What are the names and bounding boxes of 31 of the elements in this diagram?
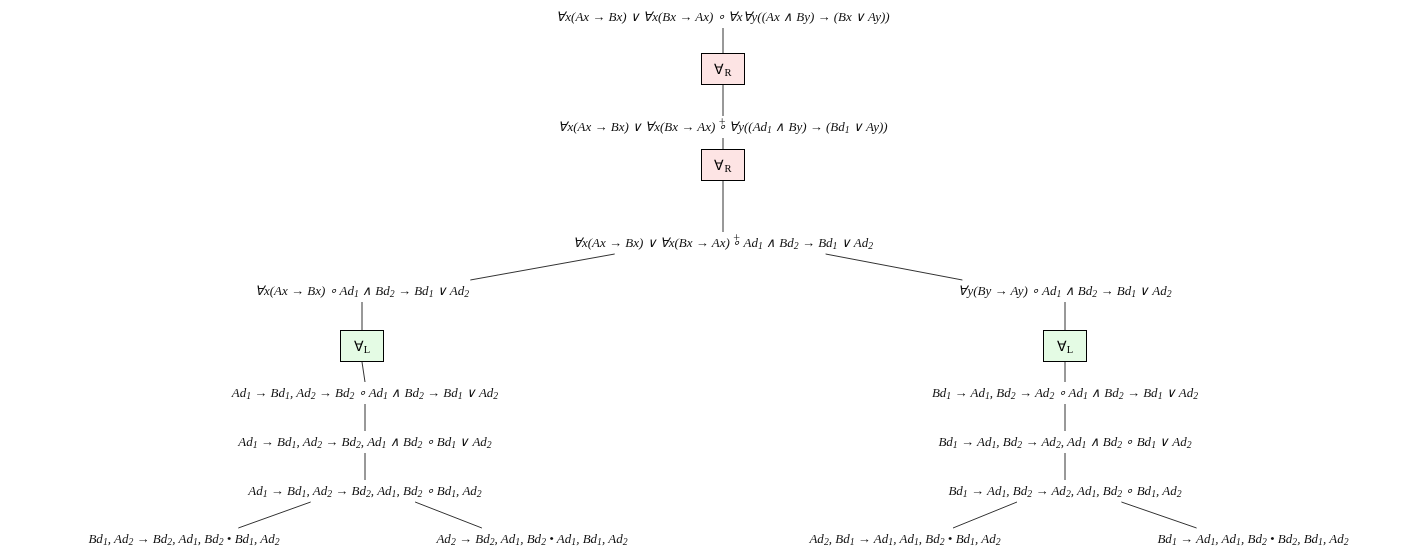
connector-line (237, 501, 312, 529)
formula-text: Bd$_{1}$ → Ad$_{1}$, Bd$_{2}$ → Ad$_{2}$ ∘ Ad$_{1}$ ∧ Bd$_{2}$ → Bd$_{1}$ ∨ Ad$_{2}$ (931, 382, 1199, 404)
connector-line (722, 180, 724, 233)
connector-line (722, 137, 724, 150)
formula-text: Ad$_{2}$ → Bd$_{2}$, Ad$_{1}$, Bd$_{2}$ • Ad$_{1}$, Bd$_{1}$, Ad$_{2}$ (436, 528, 628, 550)
connector-line (364, 403, 366, 432)
connector-line (364, 452, 366, 481)
formula-text: Bd$_{1}$, Ad$_{2}$ → Bd$_{2}$, Ad$_{1}$, Bd$_{2}$ • Bd$_{1}$, Ad$_{2}$ (88, 528, 280, 550)
connector-line (1120, 501, 1198, 529)
connector-line (1064, 361, 1066, 383)
formula-text: Ad$_{1}$ → Bd$_{1}$, Ad$_{2}$ → Bd$_{2}$, Ad$_{1}$, Bd$_{2}$ ∘ Bd$_{1}$, Ad$_{2}$ (248, 480, 482, 502)
connector-line (722, 84, 724, 117)
connector-line (722, 27, 724, 54)
formula-text: ∀x(Ax → Bx) ∨ ∀x(Bx → Ax) ∘ ∀x∀y((Ax ∧ By) → (Bx ∨ Ay)) (556, 6, 890, 28)
formula-text: Ad$_{2}$, Bd$_{1}$ → Ad$_{1}$, Ad$_{1}$, Bd$_{2}$ • Bd$_{1}$, Ad$_{2}$ (809, 528, 1001, 550)
formula-text: Bd$_{1}$ → Ad$_{1}$, Ad$_{1}$, Bd$_{2}$ • Bd$_{2}$, Bd$_{1}$, Ad$_{2}$ (1157, 528, 1349, 550)
connector-line (1064, 403, 1066, 432)
formula-text: ∀y(By → Ay) ∘ Ad$_{1}$ ∧ Bd$_{2}$ → Bd$_{1}$ ∨ Ad$_{2}$ (958, 280, 1172, 302)
connector-line (1064, 452, 1066, 481)
formula-text: Bd$_{1}$ → Ad$_{1}$, Bd$_{2}$ → Ad$_{2}$, Ad$_{1}$ ∧ Bd$_{2}$ ∘ Bd$_{1}$ ∨ Ad$_{2}$ (938, 431, 1192, 453)
connector-line (361, 361, 366, 383)
formula-text: Ad$_{1}$ → Bd$_{1}$, Ad$_{2}$ → Bd$_{2}$, Ad$_{1}$ ∧ Bd$_{2}$ ∘ Bd$_{1}$ ∨ Ad$_{2}$ (238, 431, 492, 453)
connector-line (1064, 301, 1066, 331)
connector-line (361, 301, 363, 331)
formula-text: Ad$_{1}$ → Bd$_{1}$, Ad$_{2}$ → Bd$_{2}$ ∘ Ad$_{1}$ ∧ Bd$_{2}$ → Bd$_{1}$ ∨ Ad$_{2}$ (231, 382, 499, 404)
formula-text: ∀x(Ax → Bx) ∘ Ad$_{1}$ ∧ Bd$_{2}$ → Bd$_{1}$ ∨ Ad$_{2}$ (254, 280, 470, 302)
connector-line (414, 501, 483, 529)
connector-line (469, 253, 616, 281)
formula-text: Bd$_{1}$ → Ad$_{1}$, Bd$_{2}$ → Ad$_{2}$, Ad$_{1}$, Bd$_{2}$ ∘ Bd$_{1}$, Ad$_{2}$ (948, 480, 1182, 502)
connector-line (952, 501, 1018, 529)
connector-line (825, 253, 963, 281)
